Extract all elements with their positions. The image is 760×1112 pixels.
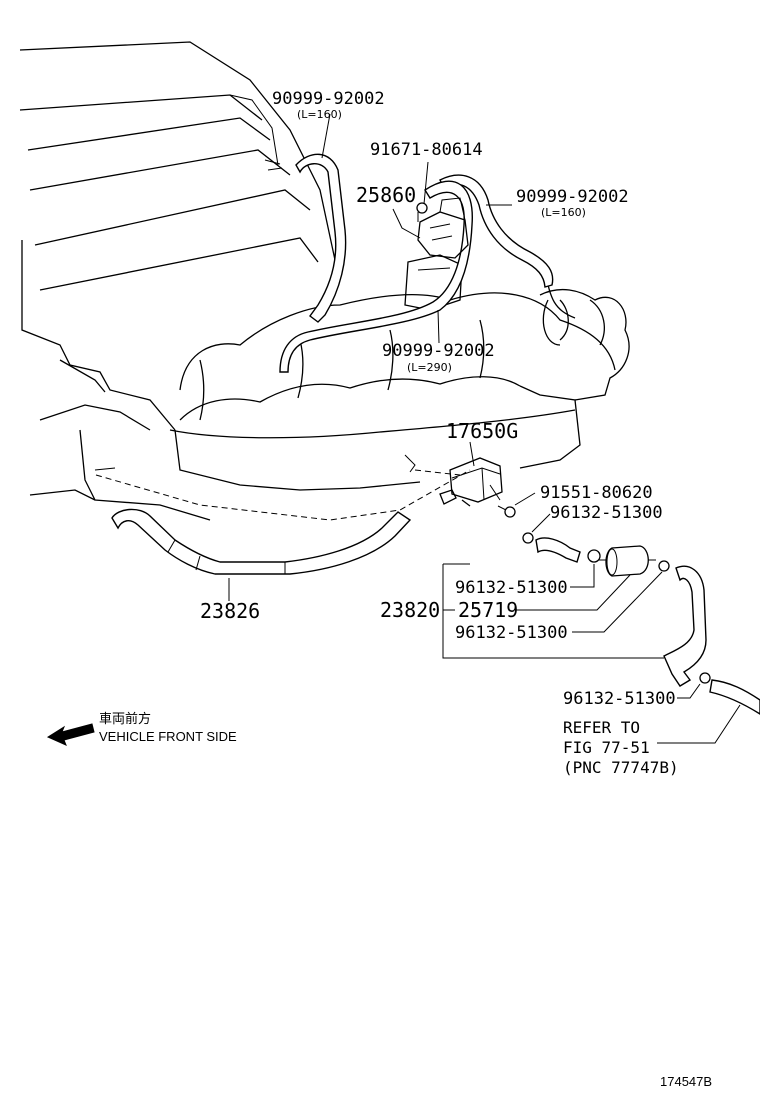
label-clamp-2: 96132-51300 (455, 578, 568, 598)
front-arrow-icon (46, 723, 95, 746)
label-clamp-1: 96132-51300 (550, 503, 663, 523)
label-hose-assy-23820: 23820 (380, 598, 440, 622)
refer-line-3: (PNC 77747B) (563, 758, 679, 777)
label-clamp-3: 96132-51300 (455, 623, 568, 643)
labels: 90999-92002 (L=160) 91671-80614 25860 90… (99, 89, 712, 1089)
hose-mid (279, 180, 473, 373)
hose-top-left (295, 153, 347, 323)
label-vsv-17650g: 17650G (446, 419, 518, 443)
label-hose-mid: 90999-92002 (382, 341, 495, 361)
label-hose-assy-23826: 23826 (200, 599, 260, 623)
vsv-17650g (439, 457, 516, 518)
label-hose-top-right-length: (L=160) (541, 206, 586, 219)
label-valve-25860: 25860 (356, 183, 416, 207)
refer-line-2: FIG 77-51 (563, 738, 650, 757)
valve-25860 (416, 197, 469, 259)
label-hose-top-left: 90999-92002 (272, 89, 385, 109)
leader-lines (228, 113, 741, 744)
hose-top-right (439, 174, 554, 288)
hose-assy-23826 (111, 508, 412, 575)
label-clamp-4: 96132-51300 (563, 689, 676, 709)
label-bolt-mid: 91551-80620 (540, 483, 653, 503)
refer-line-1: REFER TO (563, 718, 640, 737)
label-hose-top-left-length: (L=160) (297, 108, 342, 121)
label-bolt-top: 91671-80614 (370, 140, 483, 160)
label-hose-top-right: 90999-92002 (516, 187, 629, 207)
figure-id: 174547B (660, 1074, 712, 1089)
engine-outline (19, 41, 630, 521)
front-label-jp: 車両前方 (99, 711, 151, 726)
hose-assy-23820 (522, 532, 760, 715)
label-filter-25719: 25719 (458, 598, 518, 622)
front-label-en: VEHICLE FRONT SIDE (99, 729, 237, 744)
label-hose-mid-length: (L=290) (407, 361, 452, 374)
